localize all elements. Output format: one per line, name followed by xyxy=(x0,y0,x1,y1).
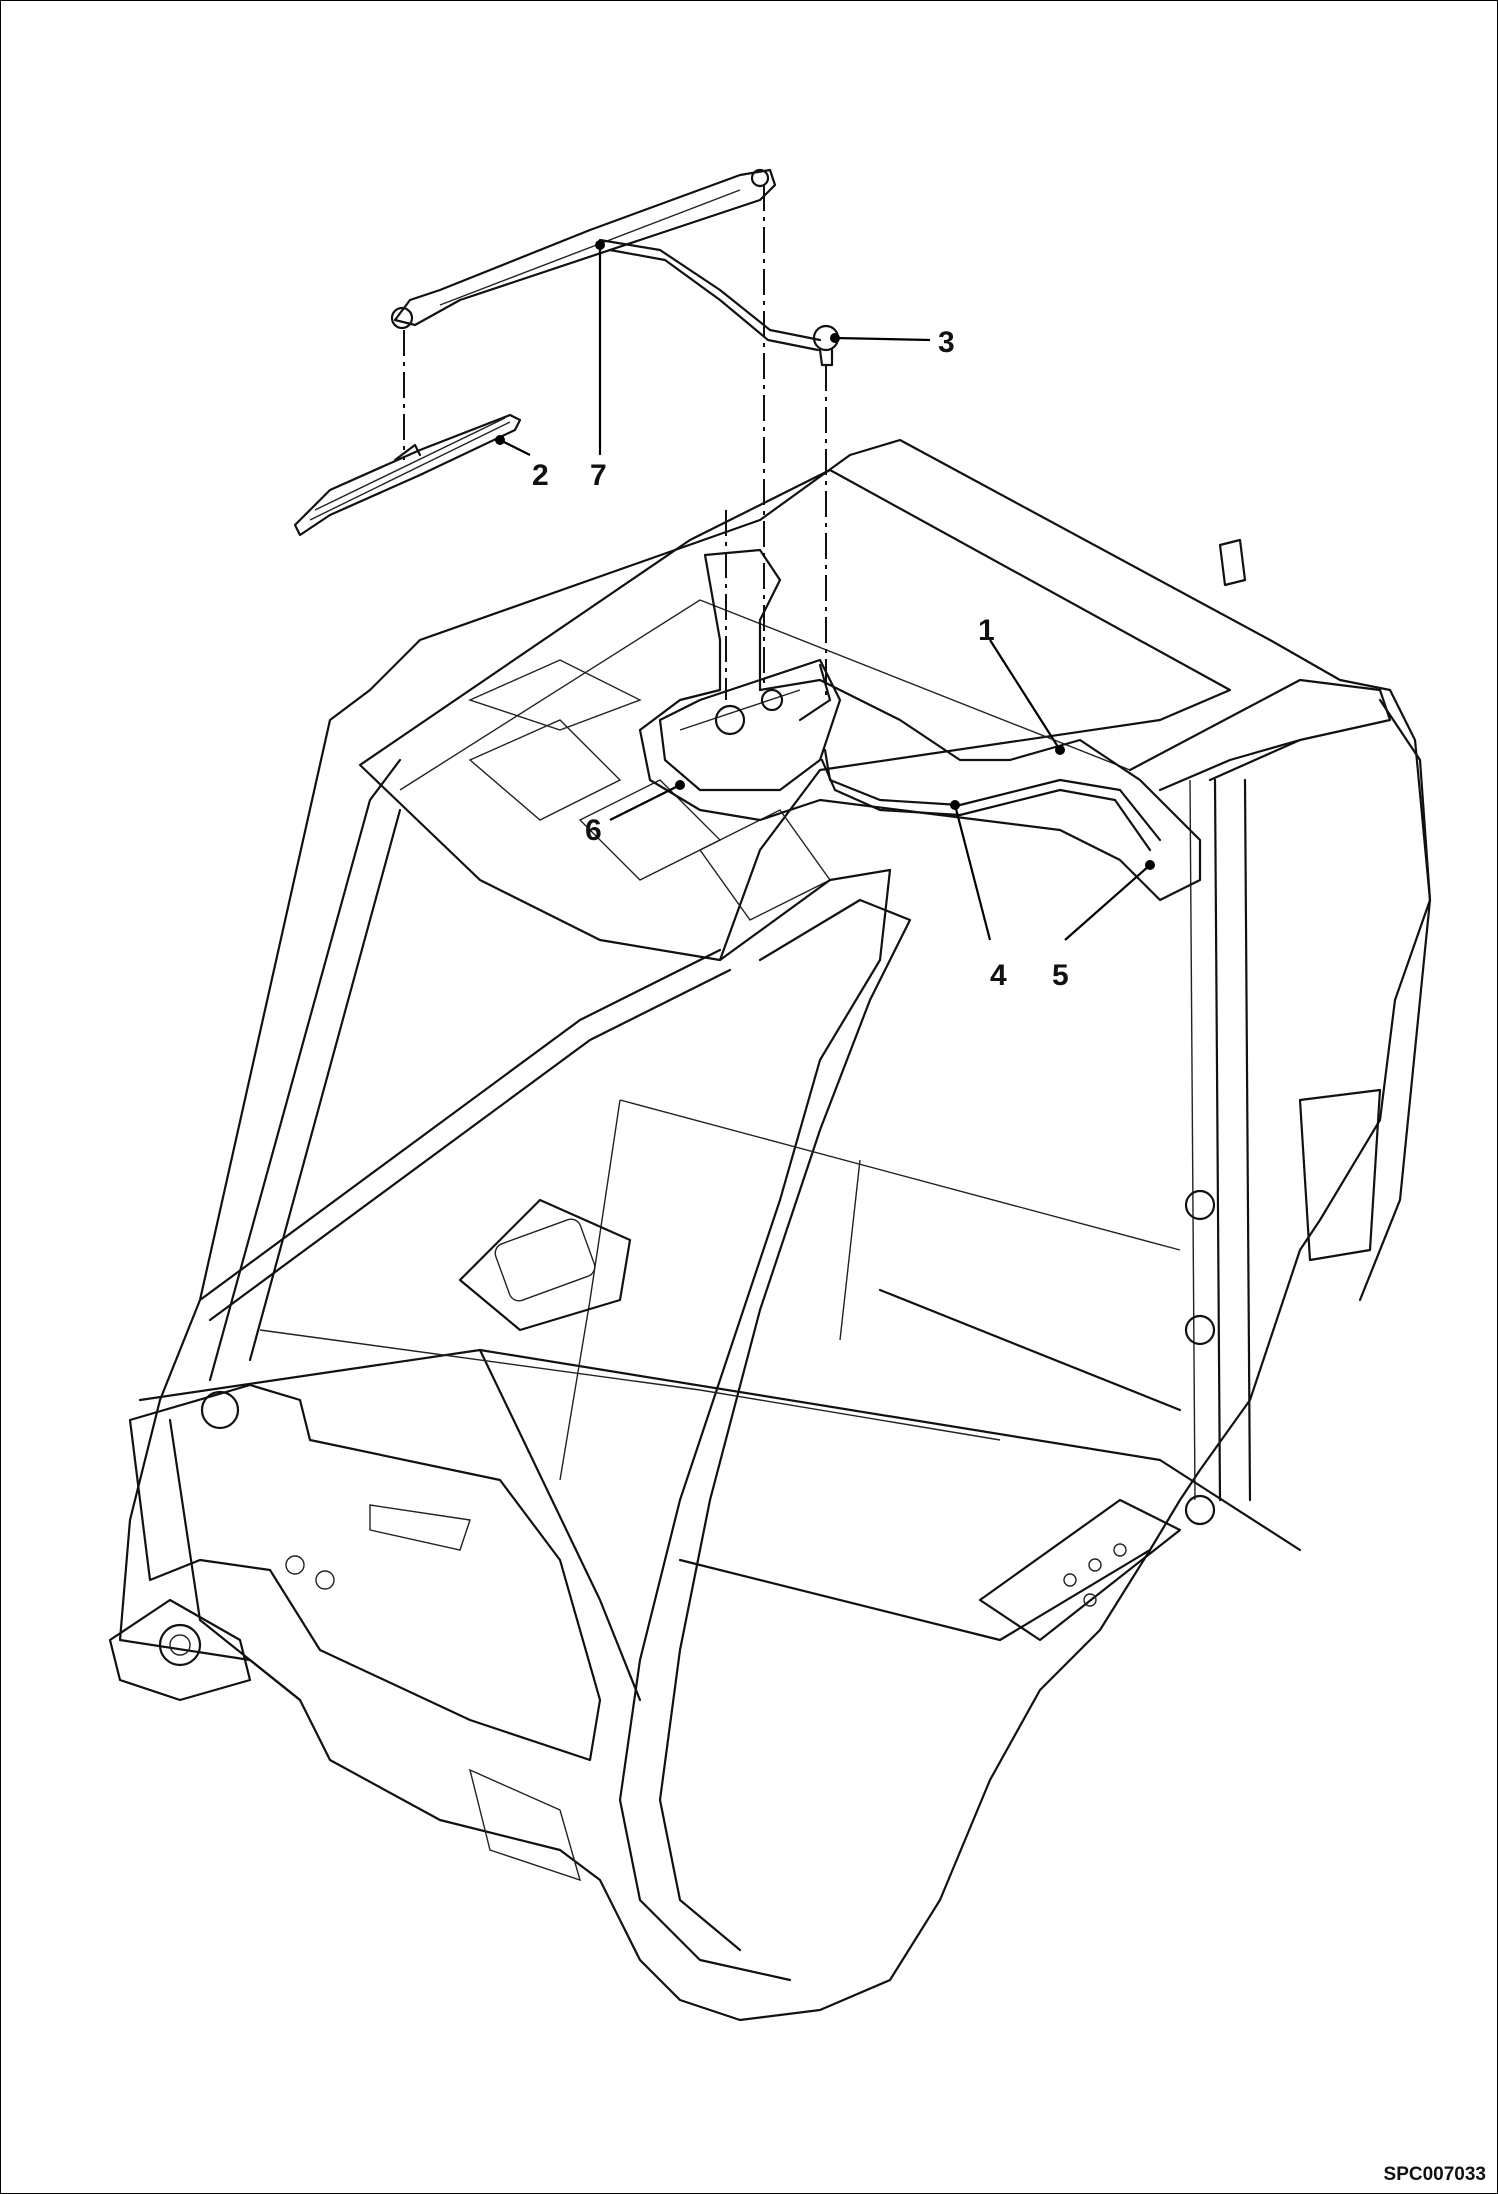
cab-frame xyxy=(108,438,1432,2022)
alignment-lines xyxy=(403,185,827,700)
wiper-motor xyxy=(658,658,842,792)
wiper-arm xyxy=(390,168,822,352)
wiper-shroud xyxy=(638,548,1202,902)
callout-7: 7 xyxy=(590,459,607,492)
callout-5: 5 xyxy=(1052,959,1069,992)
callout-leaders xyxy=(495,240,1155,941)
callout-6: 6 xyxy=(585,814,602,847)
washer-nozzle xyxy=(812,324,840,367)
callout-3: 3 xyxy=(938,326,955,359)
callout-4: 4 xyxy=(990,959,1007,992)
callout-2: 2 xyxy=(532,459,549,492)
callout-1: 1 xyxy=(978,614,995,647)
drawing-code: SPC007033 xyxy=(1384,2164,1486,2185)
wiper-blade xyxy=(293,413,522,537)
washer-hose xyxy=(823,748,1162,842)
